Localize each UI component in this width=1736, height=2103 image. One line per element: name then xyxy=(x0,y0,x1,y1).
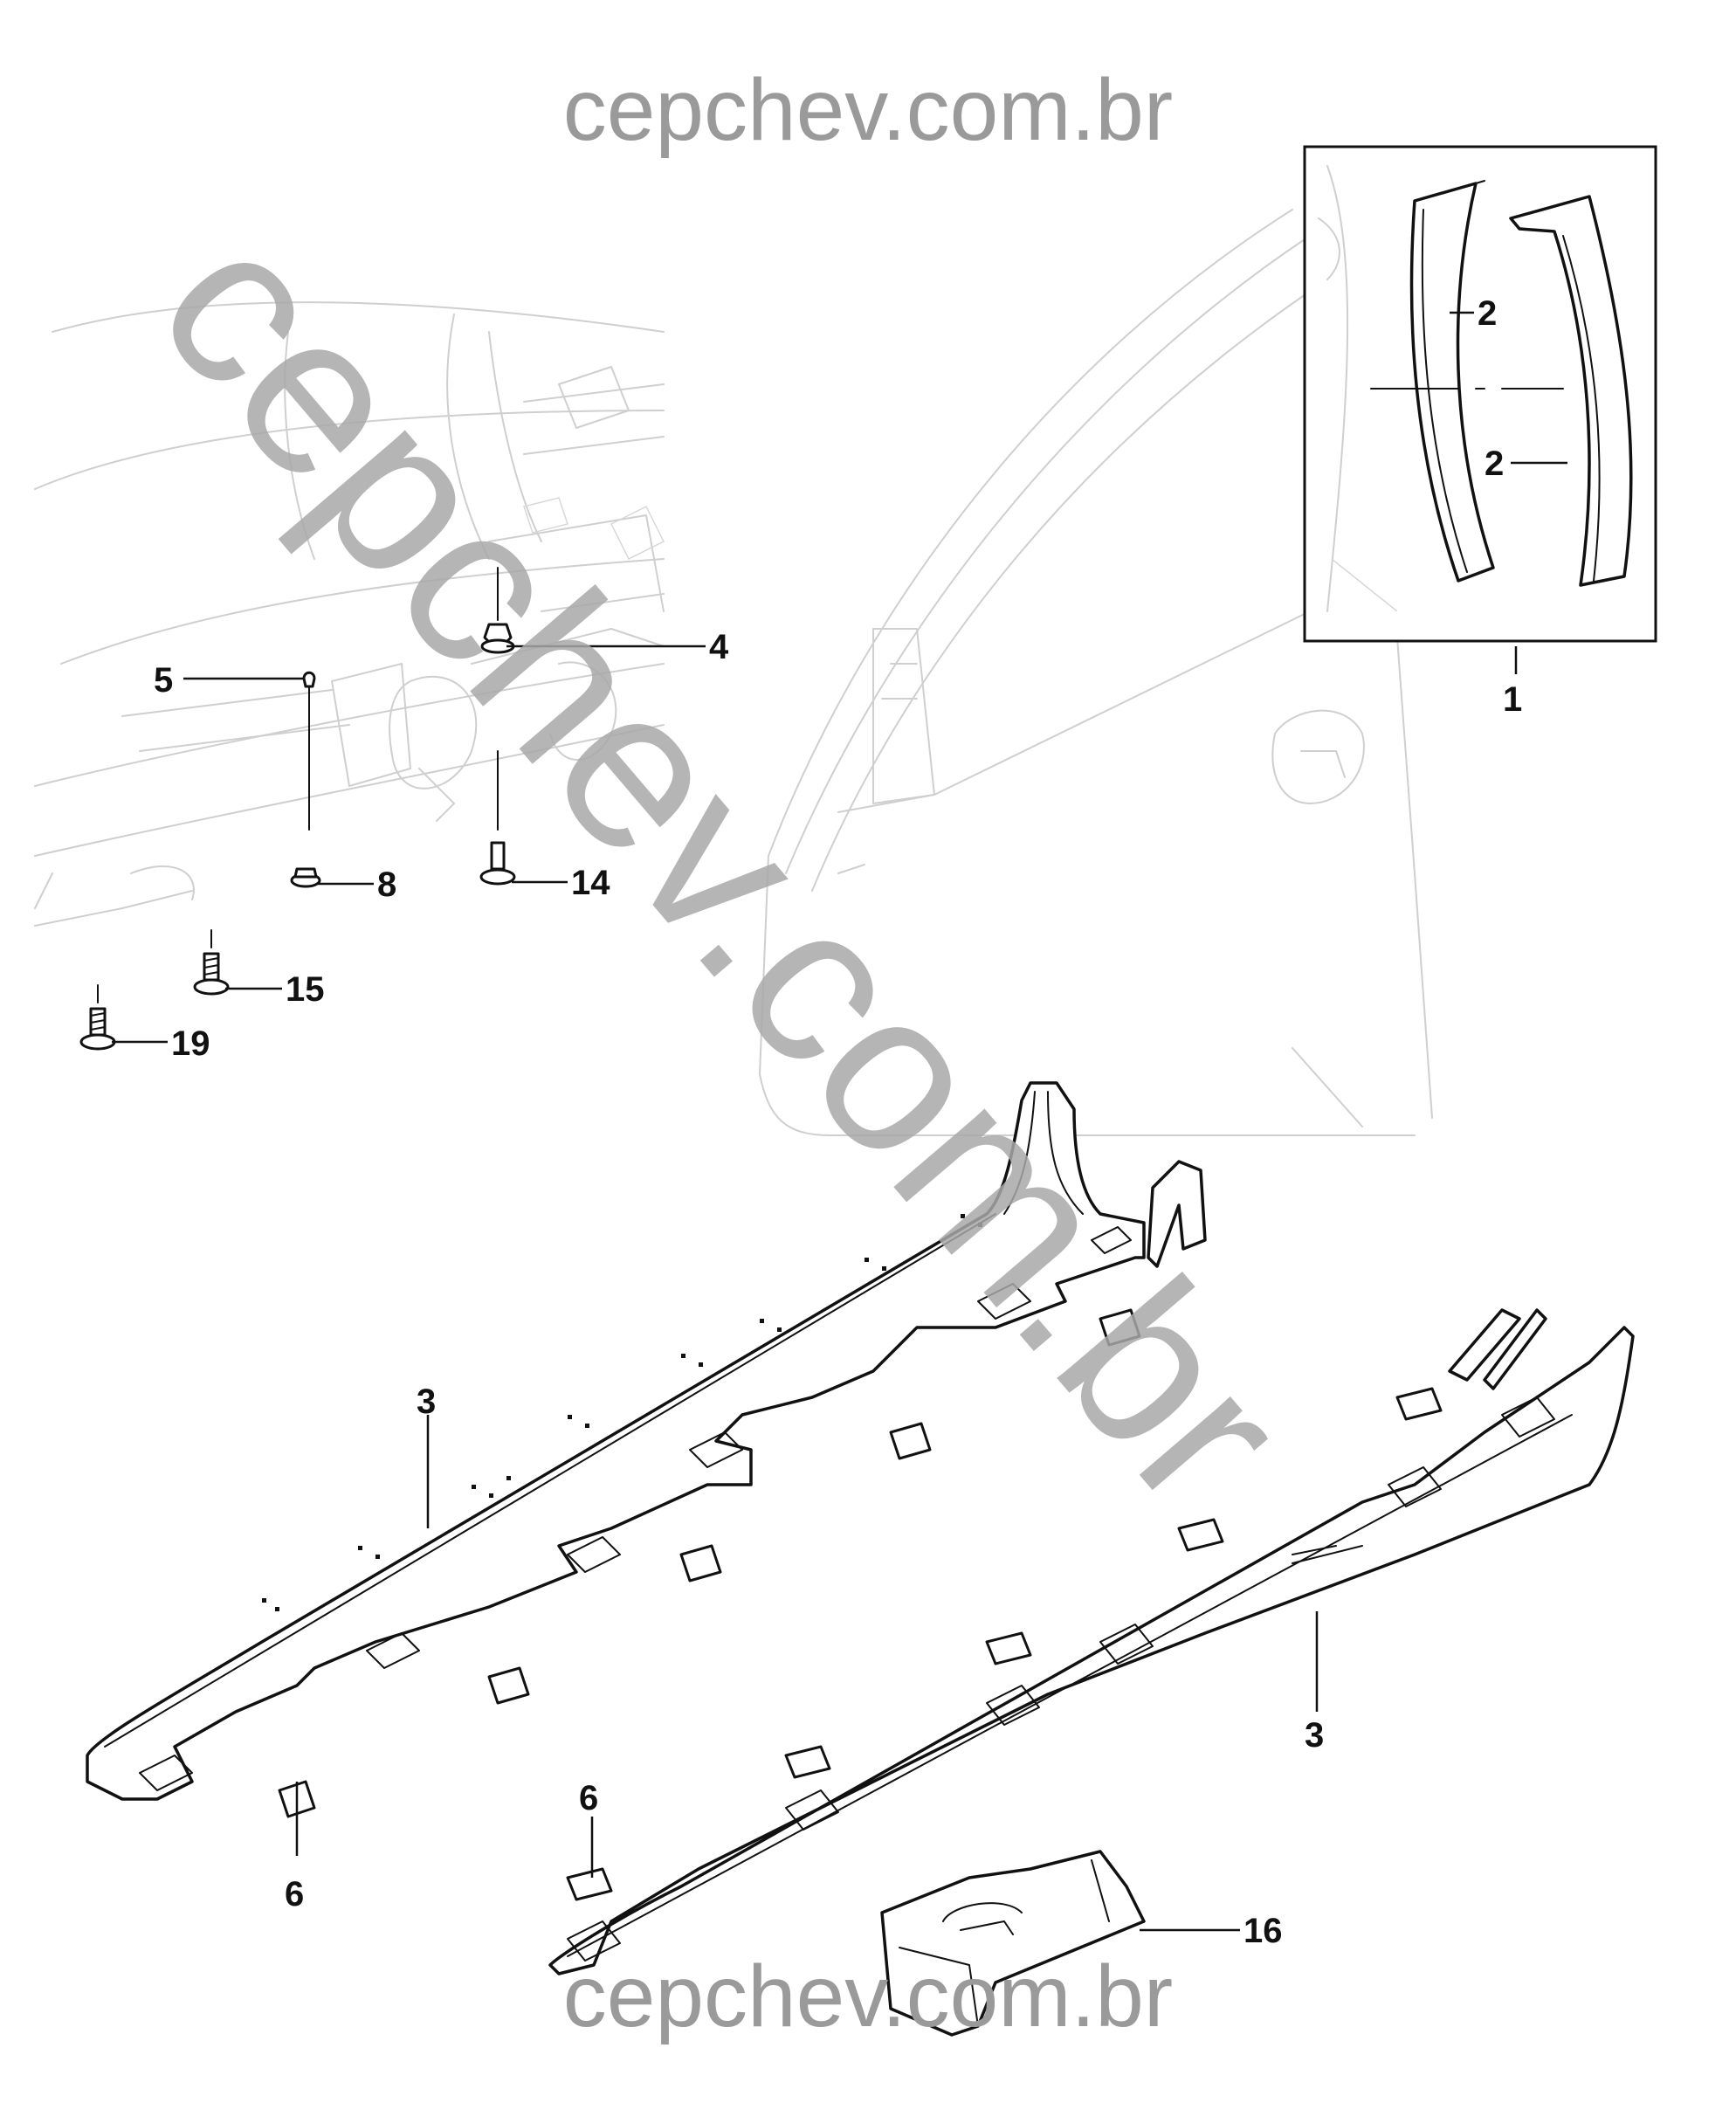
watermark-bottom: cepchev.com.br xyxy=(563,1948,1173,2045)
ghost-door xyxy=(759,200,1433,1136)
inset-box-item-1 xyxy=(1303,145,1657,643)
rocker-panel-right xyxy=(548,1308,1635,1975)
ghost-vehicle-body xyxy=(34,301,665,927)
watermarks: cepchev.com.br cepchev.com.br cepchev.co… xyxy=(111,61,1334,2045)
watermark-top: cepchev.com.br xyxy=(563,61,1173,159)
callout-8: 8 xyxy=(377,865,396,904)
fastener-cluster xyxy=(79,567,516,1051)
callout-2-upper: 2 xyxy=(1478,294,1497,333)
callout-15: 15 xyxy=(286,970,325,1009)
callout-19: 19 xyxy=(171,1024,210,1063)
callout-4: 4 xyxy=(709,628,729,666)
callout-5: 5 xyxy=(154,661,173,700)
molding-strip-left xyxy=(1409,180,1495,583)
loose-clips xyxy=(278,1308,1443,1901)
callout-labels: 1 2 2 3 3 4 5 6 6 8 14 15 16 19 xyxy=(154,294,1522,1950)
molding-strip-right xyxy=(1509,195,1633,587)
callout-6-lower-left: 6 xyxy=(285,1875,304,1913)
callout-6-center: 6 xyxy=(579,1779,598,1817)
callout-3-right: 3 xyxy=(1305,1716,1324,1755)
callout-16: 16 xyxy=(1243,1912,1283,1950)
callout-2-lower: 2 xyxy=(1485,445,1504,483)
leader-lines xyxy=(112,311,1567,1932)
callout-1: 1 xyxy=(1503,680,1522,719)
mounting-holes-left xyxy=(262,1214,982,1611)
callout-3-left: 3 xyxy=(417,1382,436,1421)
watermark-diagonal: cepchev.com.br xyxy=(111,182,1334,1553)
callout-14: 14 xyxy=(571,864,610,902)
end-cap-cover xyxy=(880,1850,1146,2037)
rocker-panel-left xyxy=(86,1081,1207,1801)
